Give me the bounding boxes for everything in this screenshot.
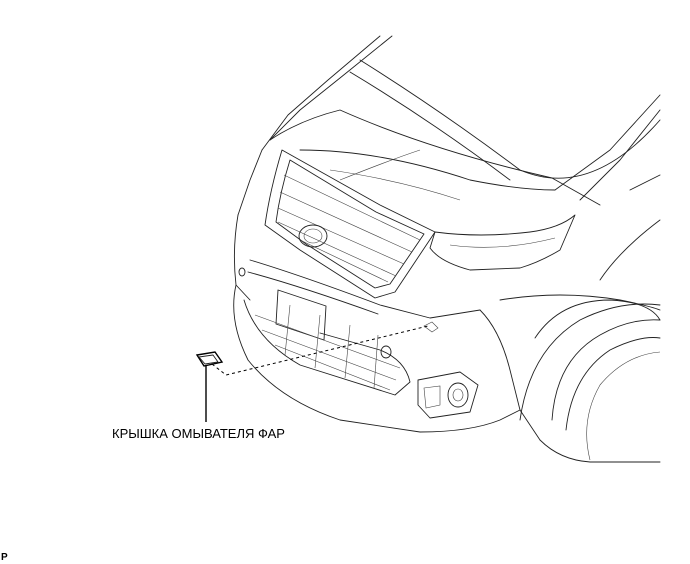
part-label: КРЫШКА ОМЫВАТЕЛЯ ФАР <box>112 426 285 441</box>
corner-code: P <box>1 552 8 563</box>
vehicle-front-illustration <box>233 35 661 463</box>
headlamp-washer-cover-part <box>195 351 224 367</box>
assembly-dashed-line <box>211 325 429 376</box>
